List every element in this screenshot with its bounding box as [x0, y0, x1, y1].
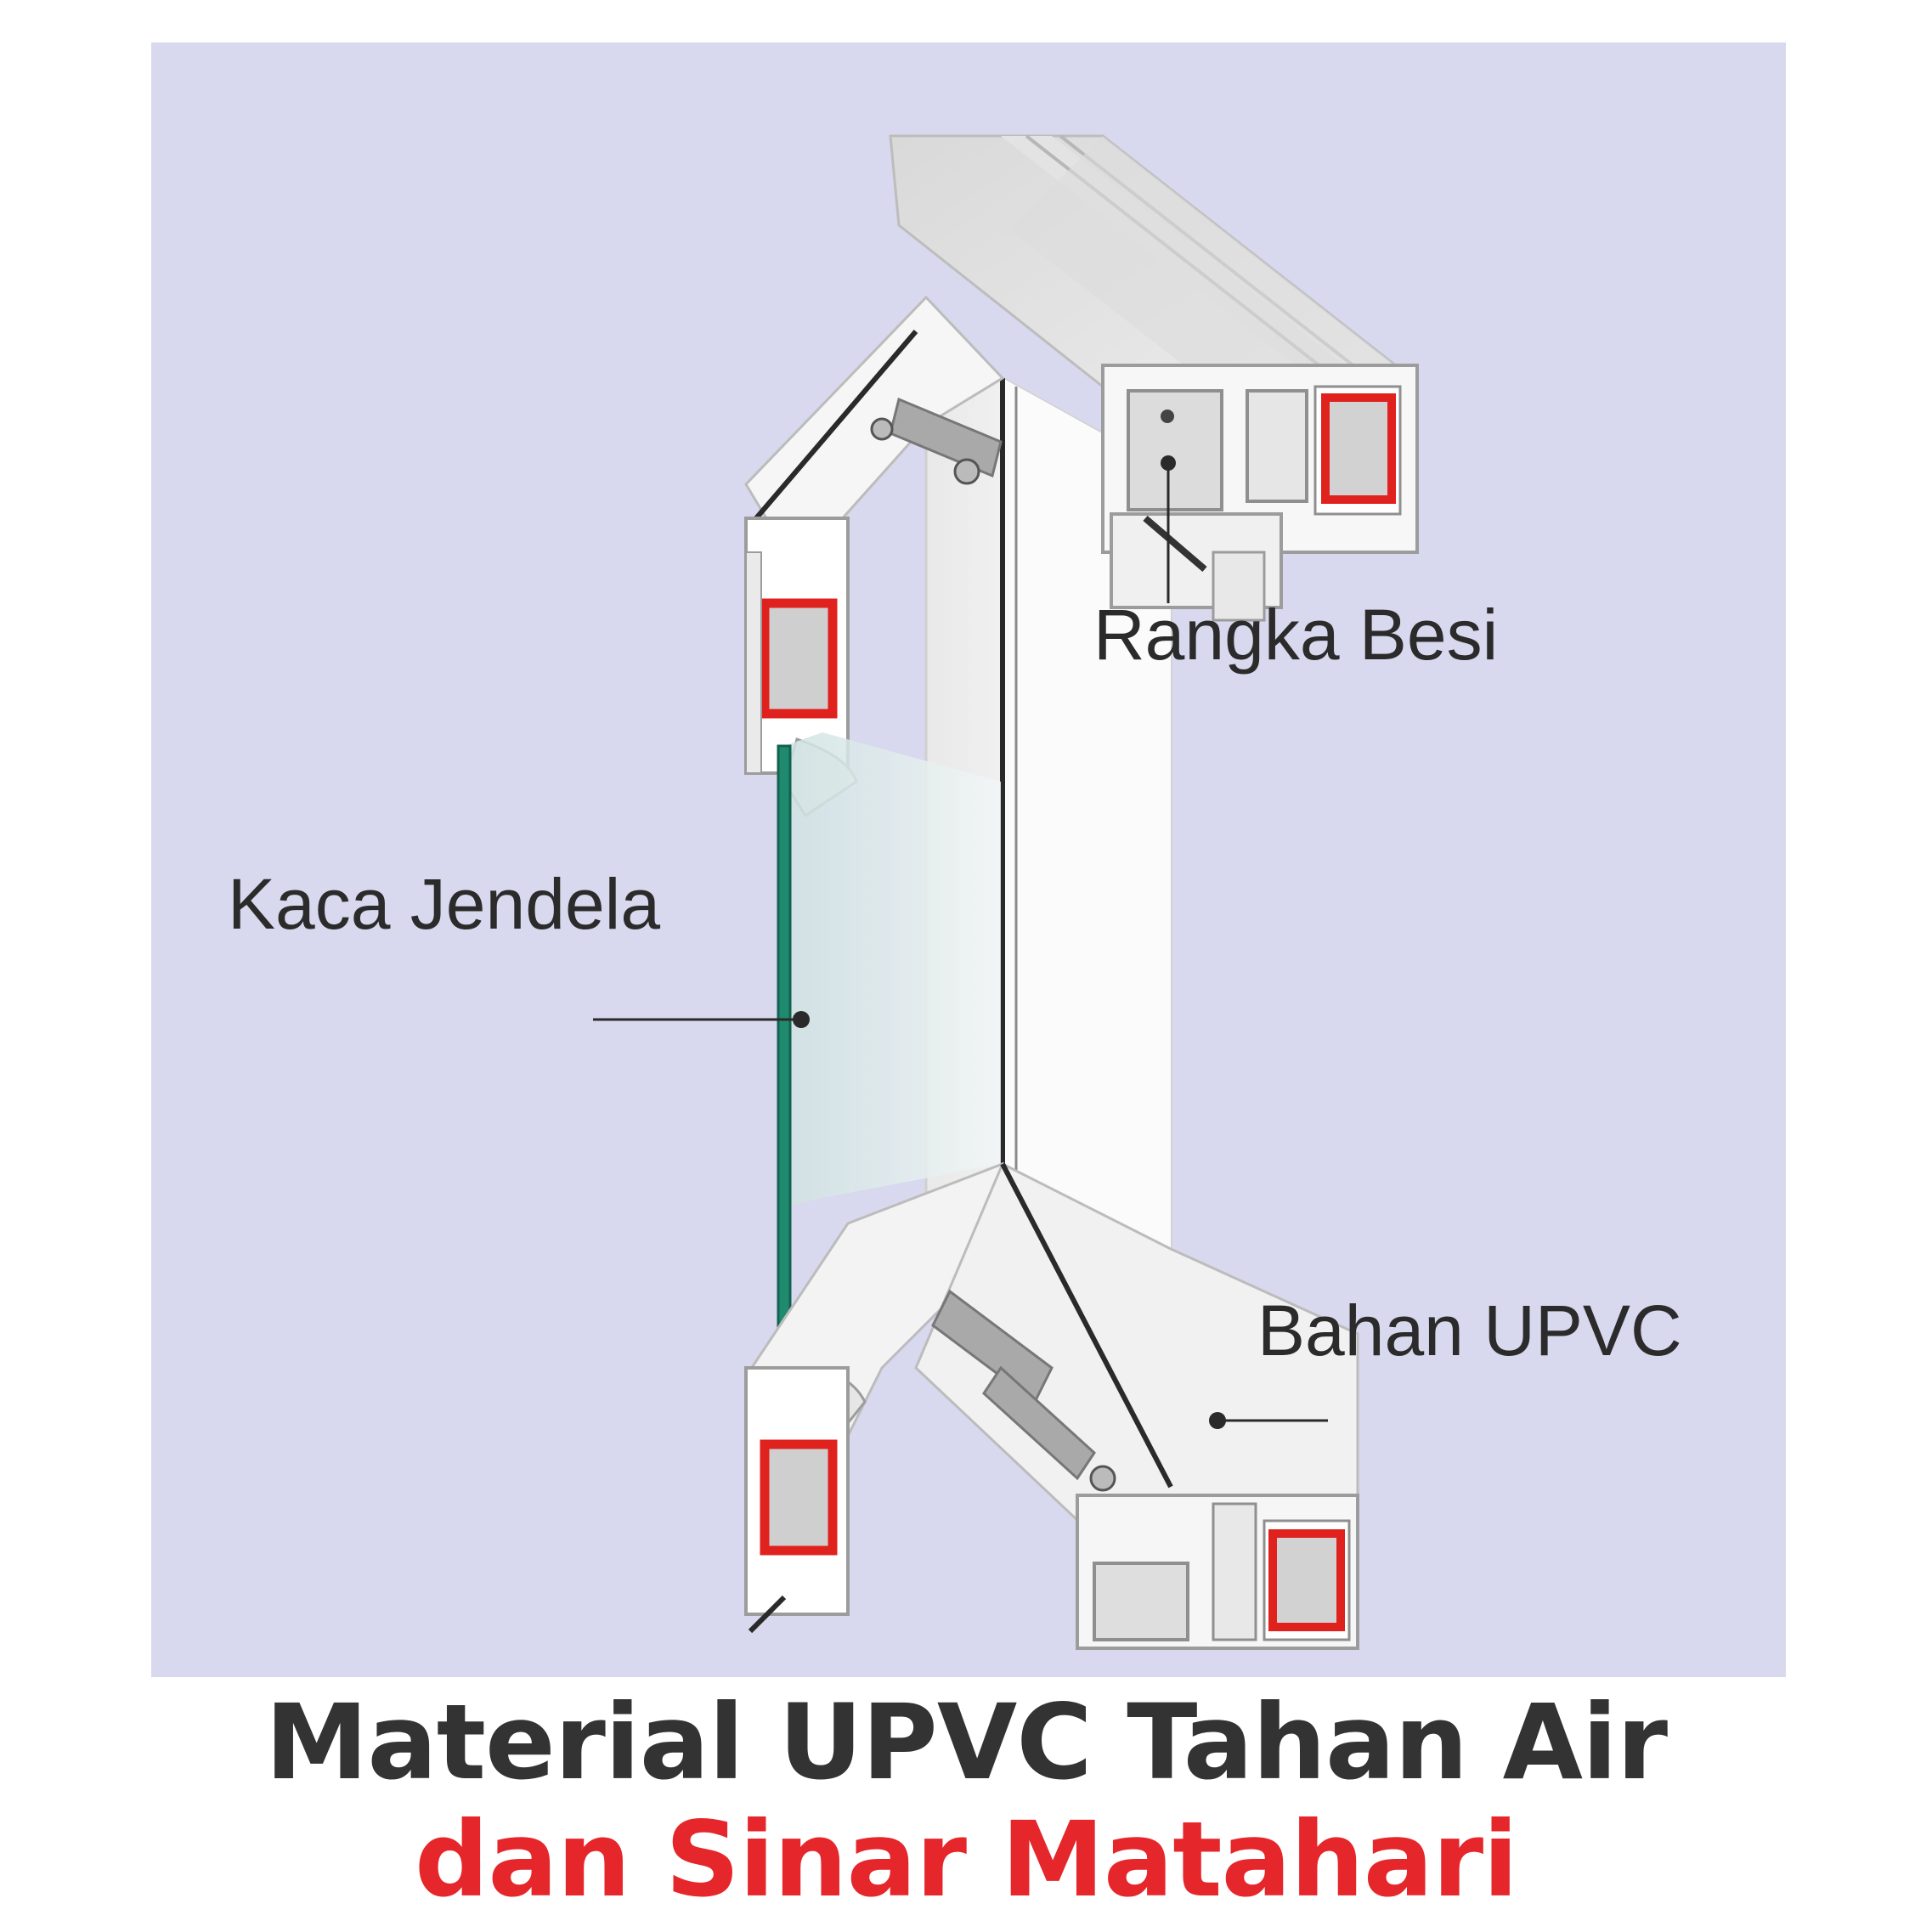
steel-reinforcement-bottom	[1268, 1529, 1345, 1631]
sash-lower	[744, 1161, 1004, 1634]
label-kaca-jendela: Kaca Jendela	[228, 864, 661, 944]
steel-reinforcement-sash-upper	[760, 598, 838, 719]
label-bahan-upvc: Bahan UPVC	[1257, 1291, 1682, 1370]
steel-reinforcement-sash-lower	[760, 1439, 838, 1556]
bahan-upvc-pointer	[1209, 1412, 1226, 1429]
kaca-jendela-pointer	[793, 1011, 810, 1028]
window-glass	[777, 732, 1001, 1410]
rangka-besi-pointer	[1161, 455, 1176, 471]
caption-line-2: dan Sinar Matahari	[414, 1799, 1518, 1920]
steel-reinforcement-top	[1321, 393, 1396, 504]
hinge-upper	[889, 397, 1003, 478]
frame-top-profile	[889, 134, 1419, 622]
label-rangka-besi: Rangka Besi	[1093, 595, 1499, 675]
frame-bottom-profile	[914, 1161, 1359, 1650]
upvc-window-cross-section	[593, 134, 1419, 1650]
leader-lines	[593, 455, 1328, 1429]
caption-line-1: Material UPVC Tahan Air	[264, 1682, 1668, 1803]
screw-icon	[953, 458, 980, 485]
